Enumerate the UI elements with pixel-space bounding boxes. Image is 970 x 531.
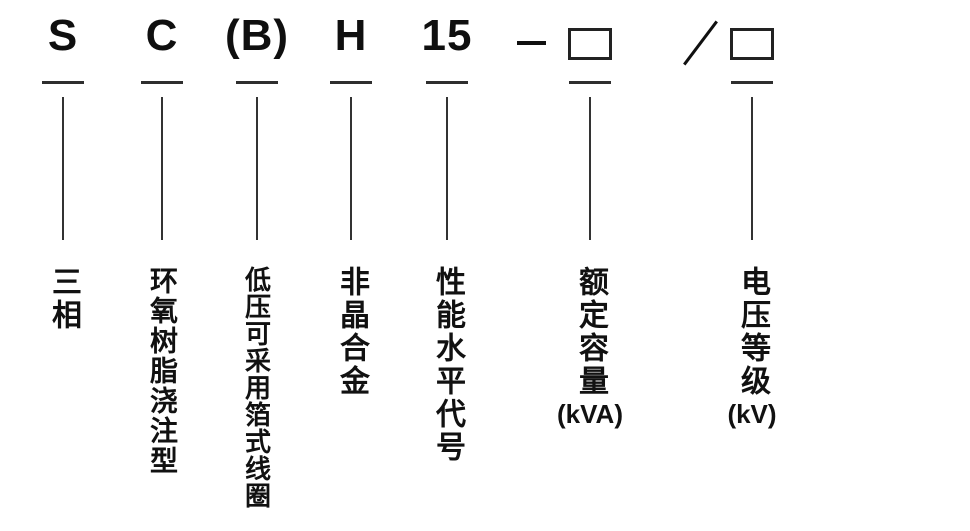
leader-line [446,97,448,240]
label-epoxy-cast-type: 环氧树脂浇注型 [147,266,178,476]
dash-separator [517,41,546,45]
label-amorphous-alloy: 非晶合金 [335,266,368,398]
symbol-underline [236,81,278,84]
code-symbol-b: (B) [224,11,290,60]
unit-kv: (kV) [727,399,777,429]
label-three-phase: 三相 [47,266,80,332]
slash-separator [683,20,718,66]
symbol-underline [426,81,468,84]
code-symbol-h: H [334,11,368,60]
leader-line [350,97,352,240]
label-foil-winding: 低压可采用箔式线圈 [241,266,272,509]
voltage-class-blank-box [730,28,774,60]
unit-kva: (kVA) [557,399,623,429]
leader-line [751,97,753,240]
code-symbol-s: S [47,11,79,60]
leader-line [256,97,258,240]
symbol-underline [731,81,773,84]
code-symbol-c: C [145,11,179,60]
symbol-underline [569,81,611,84]
symbol-underline [141,81,183,84]
leader-line [62,97,64,240]
leader-line [161,97,163,240]
leader-line [589,97,591,240]
symbol-underline [42,81,84,84]
label-performance-level: 性能水平代号 [431,266,464,464]
symbol-underline [330,81,372,84]
label-rated-capacity: 额定容量 [574,266,607,398]
code-symbol-15: 15 [421,11,473,60]
rated-capacity-blank-box [568,28,612,60]
label-voltage-class: 电压等级 [736,266,769,398]
